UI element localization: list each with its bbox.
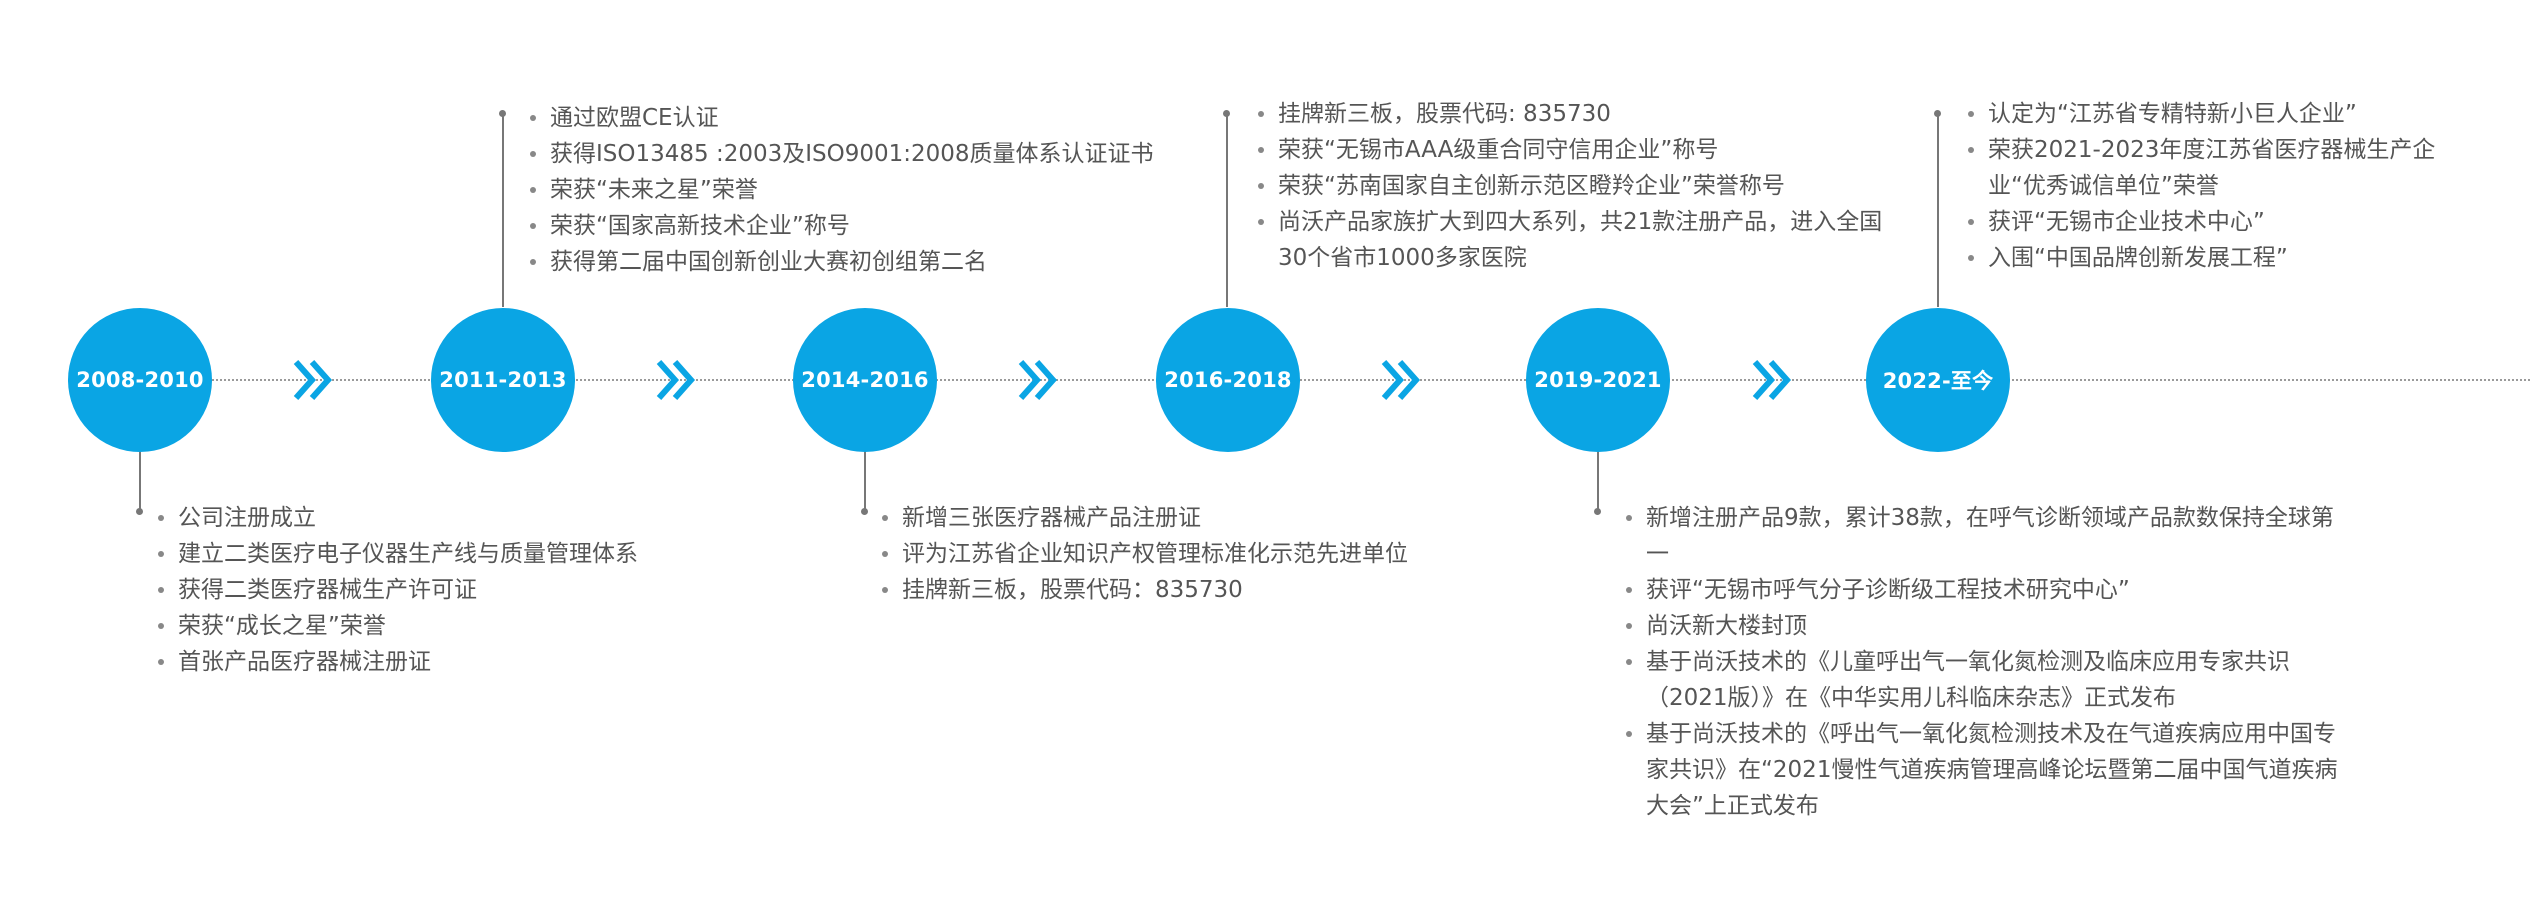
event-item: 尚沃新大楼封顶 <box>1626 608 2346 644</box>
event-item: 尚沃产品家族扩大到四大系列，共21款注册产品，进入全国30个省市1000多家医院 <box>1258 204 1898 276</box>
connector-line <box>1937 113 1939 307</box>
event-item: 认定为“江苏省专精特新小巨人企业” <box>1968 96 2488 132</box>
event-item: 首张产品医疗器械注册证 <box>158 644 718 680</box>
connector-dot <box>136 508 143 515</box>
event-item: 基于尚沃技术的《呼出气一氧化氮检测技术及在气道疾病应用中国专家共识》在“2021… <box>1626 716 2346 824</box>
chevron-right-icon <box>1381 360 1421 400</box>
events-2008-2010: 公司注册成立 建立二类医疗电子仪器生产线与质量管理体系 获得二类医疗器械生产许可… <box>158 500 718 680</box>
period-node-2016-2018: 2016-2018 <box>1156 308 1300 452</box>
event-item: 挂牌新三板，股票代码: 835730 <box>1258 96 1898 132</box>
event-item: 获得第二届中国创新创业大赛初创组第二名 <box>530 244 1230 280</box>
event-item: 荣获“无锡市AAA级重合同守信用企业”称号 <box>1258 132 1898 168</box>
event-item: 入围“中国品牌创新发展工程” <box>1968 240 2488 276</box>
event-item: 通过欧盟CE认证 <box>530 100 1230 136</box>
event-item: 建立二类医疗电子仪器生产线与质量管理体系 <box>158 536 718 572</box>
chevron-right-icon <box>1752 360 1792 400</box>
chevron-right-icon <box>656 360 696 400</box>
event-item: 荣获2021-2023年度江苏省医疗器械生产企业“优秀诚信单位”荣誉 <box>1968 132 2488 204</box>
event-item: 公司注册成立 <box>158 500 718 536</box>
event-item: 新增注册产品9款，累计38款，在呼气诊断领域产品款数保持全球第一 <box>1626 500 2346 572</box>
events-2016-2018: 挂牌新三板，股票代码: 835730 荣获“无锡市AAA级重合同守信用企业”称号… <box>1258 96 1898 276</box>
connector-line <box>1597 451 1599 512</box>
event-item: 荣获“国家高新技术企业”称号 <box>530 208 1230 244</box>
events-2014-2016: 新增三张医疗器械产品注册证 评为江苏省企业知识产权管理标准化示范先进单位 挂牌新… <box>882 500 1522 608</box>
connector-dot <box>1594 508 1601 515</box>
connector-dot <box>861 508 868 515</box>
connector-line <box>502 113 504 307</box>
events-2019-2021: 新增注册产品9款，累计38款，在呼气诊断领域产品款数保持全球第一 获评“无锡市呼… <box>1626 500 2346 824</box>
event-item: 评为江苏省企业知识产权管理标准化示范先进单位 <box>882 536 1522 572</box>
connector-line <box>1226 113 1228 307</box>
connector-line <box>864 451 866 512</box>
event-item: 荣获“苏南国家自主创新示范区瞪羚企业”荣誉称号 <box>1258 168 1898 204</box>
event-item: 新增三张医疗器械产品注册证 <box>882 500 1522 536</box>
connector-dot <box>1934 110 1941 117</box>
events-2011-2013: 通过欧盟CE认证 获得ISO13485 :2003及ISO9001:2008质量… <box>530 100 1230 280</box>
connector-line <box>139 451 141 512</box>
event-item: 荣获“未来之星”荣誉 <box>530 172 1230 208</box>
event-item: 获得二类医疗器械生产许可证 <box>158 572 718 608</box>
event-item: 获得ISO13485 :2003及ISO9001:2008质量体系认证证书 <box>530 136 1230 172</box>
timeline-axis <box>140 379 2530 381</box>
period-node-2011-2013: 2011-2013 <box>431 308 575 452</box>
events-2022-now: 认定为“江苏省专精特新小巨人企业” 荣获2021-2023年度江苏省医疗器械生产… <box>1968 96 2488 276</box>
period-node-2019-2021: 2019-2021 <box>1526 308 1670 452</box>
event-item: 获评“无锡市企业技术中心” <box>1968 204 2488 240</box>
event-item: 荣获“成长之星”荣誉 <box>158 608 718 644</box>
event-item: 获评“无锡市呼气分子诊断级工程技术研究中心” <box>1626 572 2346 608</box>
connector-dot <box>499 110 506 117</box>
connector-dot <box>1223 110 1230 117</box>
event-item: 挂牌新三板，股票代码：835730 <box>882 572 1522 608</box>
chevron-right-icon <box>293 360 333 400</box>
chevron-right-icon <box>1018 360 1058 400</box>
period-node-2014-2016: 2014-2016 <box>793 308 937 452</box>
period-node-2008-2010: 2008-2010 <box>68 308 212 452</box>
event-item: 基于尚沃技术的《儿童呼出气一氧化氮检测及临床应用专家共识（2021版）》在《中华… <box>1626 644 2346 716</box>
period-node-2022-now: 2022-至今 <box>1866 308 2010 452</box>
